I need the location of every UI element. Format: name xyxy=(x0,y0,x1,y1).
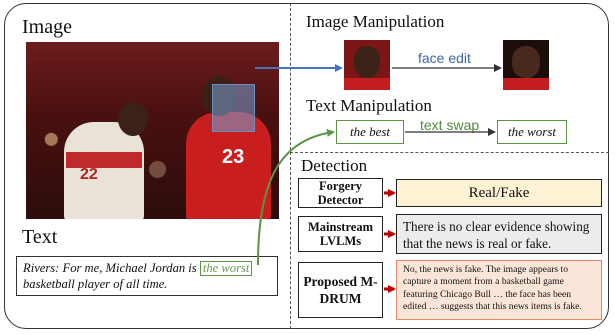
text-section-title: Text xyxy=(22,226,58,248)
face-edit-label: face edit xyxy=(418,50,471,66)
real-fake-output: Real/Fake xyxy=(396,179,602,207)
news-text-prefix: Rivers: For me, Michael Jordan is xyxy=(23,261,197,275)
text-manipulation-title: Text Manipulation xyxy=(306,96,432,115)
original-face-shirt xyxy=(344,78,390,90)
basketball-photo: 22 23 xyxy=(26,42,279,219)
edited-face-thumbnail xyxy=(503,40,549,90)
edited-face-head xyxy=(512,46,540,78)
left-player-head xyxy=(118,102,148,136)
m-drum-box: Proposed M-DRUM xyxy=(298,262,383,318)
text-swap-label: text swap xyxy=(420,117,480,133)
highlight-to-phrase-curve xyxy=(257,128,335,266)
left-player-jersey xyxy=(64,122,144,219)
news-text-highlight: the worst xyxy=(199,261,253,276)
original-face-head xyxy=(354,46,380,78)
news-text-suffix: basketball player of all time. xyxy=(23,277,168,291)
image-manipulation-title: Image Manipulation xyxy=(306,12,445,31)
detection-title: Detection xyxy=(301,156,368,175)
image-section-title: Image xyxy=(22,16,72,38)
original-face-thumbnail xyxy=(344,40,390,90)
forgery-detector-box: Forgery Detector xyxy=(298,178,383,208)
edited-face-shirt xyxy=(503,78,549,90)
outer-frame xyxy=(4,3,609,329)
left-jersey-number: 22 xyxy=(80,166,98,183)
m-drum-output: No, the news is fake. The image appears … xyxy=(396,260,602,320)
face-region-highlight xyxy=(212,84,255,132)
mainstream-lvlms-box: Mainstream LVLMs xyxy=(298,216,383,252)
right-jersey-number: 23 xyxy=(222,146,245,168)
news-text-box: Rivers: For me, Michael Jordan is the wo… xyxy=(16,256,278,296)
horizontal-divider xyxy=(290,152,609,153)
target-phrase-box: the worst xyxy=(497,120,567,144)
source-phrase-box: the best xyxy=(336,120,404,144)
left-player-trim xyxy=(66,152,142,168)
lvlm-output: There is no clear evidence showing that … xyxy=(396,214,602,254)
vertical-divider xyxy=(290,3,291,329)
